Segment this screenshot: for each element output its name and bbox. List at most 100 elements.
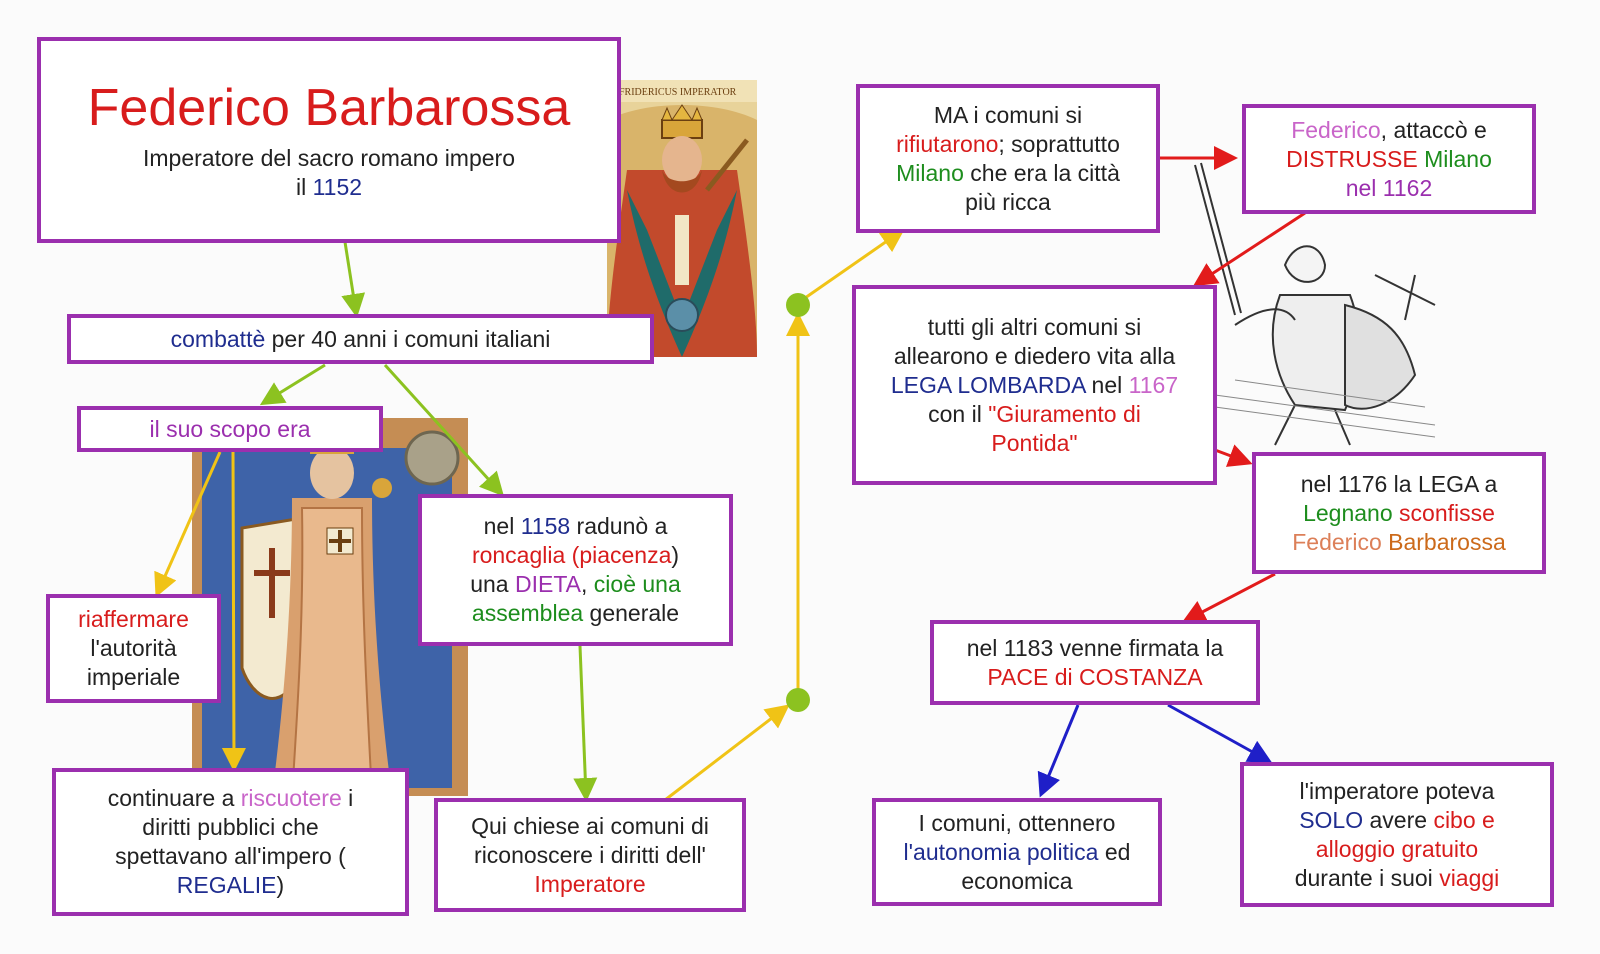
page-title: Federico Barbarossa bbox=[87, 79, 571, 137]
text-line: durante i suoi viaggi bbox=[1295, 864, 1500, 893]
text-segment: ; soprattutto bbox=[998, 130, 1120, 157]
text-line: nel 1162 bbox=[1346, 174, 1433, 203]
text-segment: una bbox=[470, 571, 515, 597]
text-segment: riaffermare bbox=[78, 606, 189, 632]
text-segment: sconfisse bbox=[1399, 499, 1495, 526]
text-segment: l'imperatore poteva bbox=[1299, 777, 1495, 804]
illuminated-manuscript-image: FRIDERICUS bbox=[192, 418, 468, 796]
text-line: più ricca bbox=[965, 188, 1051, 217]
text-line: l'autorità bbox=[90, 634, 176, 663]
text-segment: Imperatore bbox=[534, 870, 646, 897]
text-segment: combattè bbox=[170, 325, 266, 352]
text-segment: "Giuramento di bbox=[988, 400, 1141, 427]
text-segment: nel 1162 bbox=[1345, 174, 1433, 201]
text-segment: cioè una bbox=[593, 571, 681, 597]
text-segment: 1158 bbox=[520, 513, 571, 539]
arrow-lega-to-legnano bbox=[1214, 444, 1253, 467]
text-line: l'autonomia politica ed bbox=[904, 838, 1131, 867]
text-line: spettavano all'impero ( bbox=[115, 842, 346, 871]
text-line: Federico Barbarossa bbox=[1292, 528, 1506, 557]
text-segment: Pontida" bbox=[991, 429, 1078, 456]
text-segment: Milano bbox=[1424, 145, 1492, 172]
arrow-scopo-to-riaffermare bbox=[154, 451, 222, 598]
text-line: il 1152 bbox=[143, 173, 515, 202]
text-segment: cibo e bbox=[1433, 806, 1495, 833]
knight-sketch bbox=[1175, 145, 1465, 450]
text-segment: Federico bbox=[1292, 528, 1382, 555]
text-segment: 1167 bbox=[1128, 371, 1179, 398]
text-line: diritti pubblici che bbox=[142, 813, 318, 842]
arrow-scopo-to-continuare bbox=[221, 451, 246, 772]
text-line: l'imperatore poteva bbox=[1300, 777, 1495, 806]
text-segment: continuare a bbox=[107, 785, 241, 811]
text-segment: Barbarossa bbox=[1388, 528, 1506, 555]
text-line: roncaglia (piacenza) bbox=[472, 541, 679, 570]
text-line: nel 1158 radunò a bbox=[484, 512, 668, 541]
text-segment: l'autorità bbox=[90, 635, 177, 661]
text-segment: PACE di COSTANZA bbox=[987, 663, 1203, 690]
title-box: Federico Barbarossa Imperatore del sacro… bbox=[37, 37, 621, 243]
node-scopo: il suo scopo era bbox=[77, 406, 383, 452]
arrow-pace-to-autonomia bbox=[1037, 704, 1080, 798]
text-line: REGALIE) bbox=[177, 871, 284, 900]
arrow-distrusse-to-lega bbox=[1192, 211, 1306, 287]
text-segment: nel 1176 la LEGA a bbox=[1300, 470, 1498, 497]
text-segment: allearono e diedero vita alla bbox=[893, 342, 1176, 369]
svg-text:FRIDERICUS IMPERATOR: FRIDERICUS IMPERATOR bbox=[619, 87, 737, 98]
text-segment: nel bbox=[483, 513, 521, 539]
text-line: nel 1183 venne firmata la bbox=[967, 634, 1224, 663]
text-segment: nel bbox=[1085, 371, 1129, 398]
text-segment: Federico bbox=[1291, 116, 1381, 143]
text-line: I comuni, ottennero bbox=[919, 809, 1116, 838]
text-line: SOLO avere cibo e bbox=[1299, 806, 1495, 835]
arrow-pace-to-imperatore bbox=[1167, 703, 1273, 763]
text-line: assemblea generale bbox=[472, 599, 679, 628]
node-riaffermare: riaffermare l'autorità imperiale bbox=[46, 594, 221, 703]
text-segment: il bbox=[295, 174, 313, 200]
arrow-combatte-to-dieta bbox=[383, 363, 505, 497]
text-line: economica bbox=[961, 867, 1072, 896]
text-segment: , attaccò e bbox=[1380, 116, 1487, 143]
text-line: DISTRUSSE Milano bbox=[1286, 145, 1492, 174]
text-line: Legnano sconfisse bbox=[1303, 499, 1495, 528]
text-segment: ed bbox=[1098, 838, 1131, 865]
text-line: il suo scopo era bbox=[149, 415, 310, 444]
text-line: Imperatore del sacro romano impero bbox=[143, 144, 515, 173]
text-line: una DIETA, cioè una bbox=[470, 570, 681, 599]
text-segment: MA i comuni si bbox=[933, 101, 1083, 128]
text-segment: roncaglia (piacenza bbox=[471, 542, 672, 568]
text-segment: più ricca bbox=[965, 188, 1051, 215]
text-segment: Qui chiese ai comuni di bbox=[471, 812, 709, 839]
arrow-node-to-rifiutarono bbox=[804, 228, 905, 300]
text-line: continuare a riscuotere i bbox=[108, 784, 353, 813]
text-segment: economica bbox=[961, 867, 1073, 894]
text-segment: spettavano all'impero ( bbox=[115, 843, 346, 869]
text-segment: radunò a bbox=[570, 513, 668, 539]
text-segment: , bbox=[581, 571, 594, 597]
node-combatte: combattè per 40 anni i comuni italiani bbox=[67, 314, 654, 364]
crowned-emperor-portrait: FRIDERICUS IMPERATOR bbox=[607, 80, 757, 357]
text-segment: riscuotere bbox=[240, 785, 342, 811]
text-segment: assemblea bbox=[471, 600, 584, 626]
text-line: nel 1176 la LEGA a bbox=[1301, 470, 1498, 499]
text-segment: tutti gli altri comuni si bbox=[927, 313, 1142, 340]
text-segment: riconoscere i diritti dell' bbox=[474, 841, 706, 868]
text-line: rifiutarono; soprattutto bbox=[896, 130, 1120, 159]
junction-dot-upper bbox=[786, 293, 810, 317]
junction-dot-lower bbox=[786, 688, 810, 712]
text-segment: ) bbox=[671, 542, 680, 568]
text-line: Imperatore bbox=[534, 870, 645, 899]
text-segment: l'autonomia politica bbox=[903, 838, 1099, 865]
text-segment: I comuni, ottennero bbox=[918, 809, 1116, 836]
text-segment: imperiale bbox=[86, 664, 181, 690]
text-segment: Imperatore del sacro romano impero bbox=[143, 145, 515, 171]
text-line: MA i comuni si bbox=[934, 101, 1082, 130]
